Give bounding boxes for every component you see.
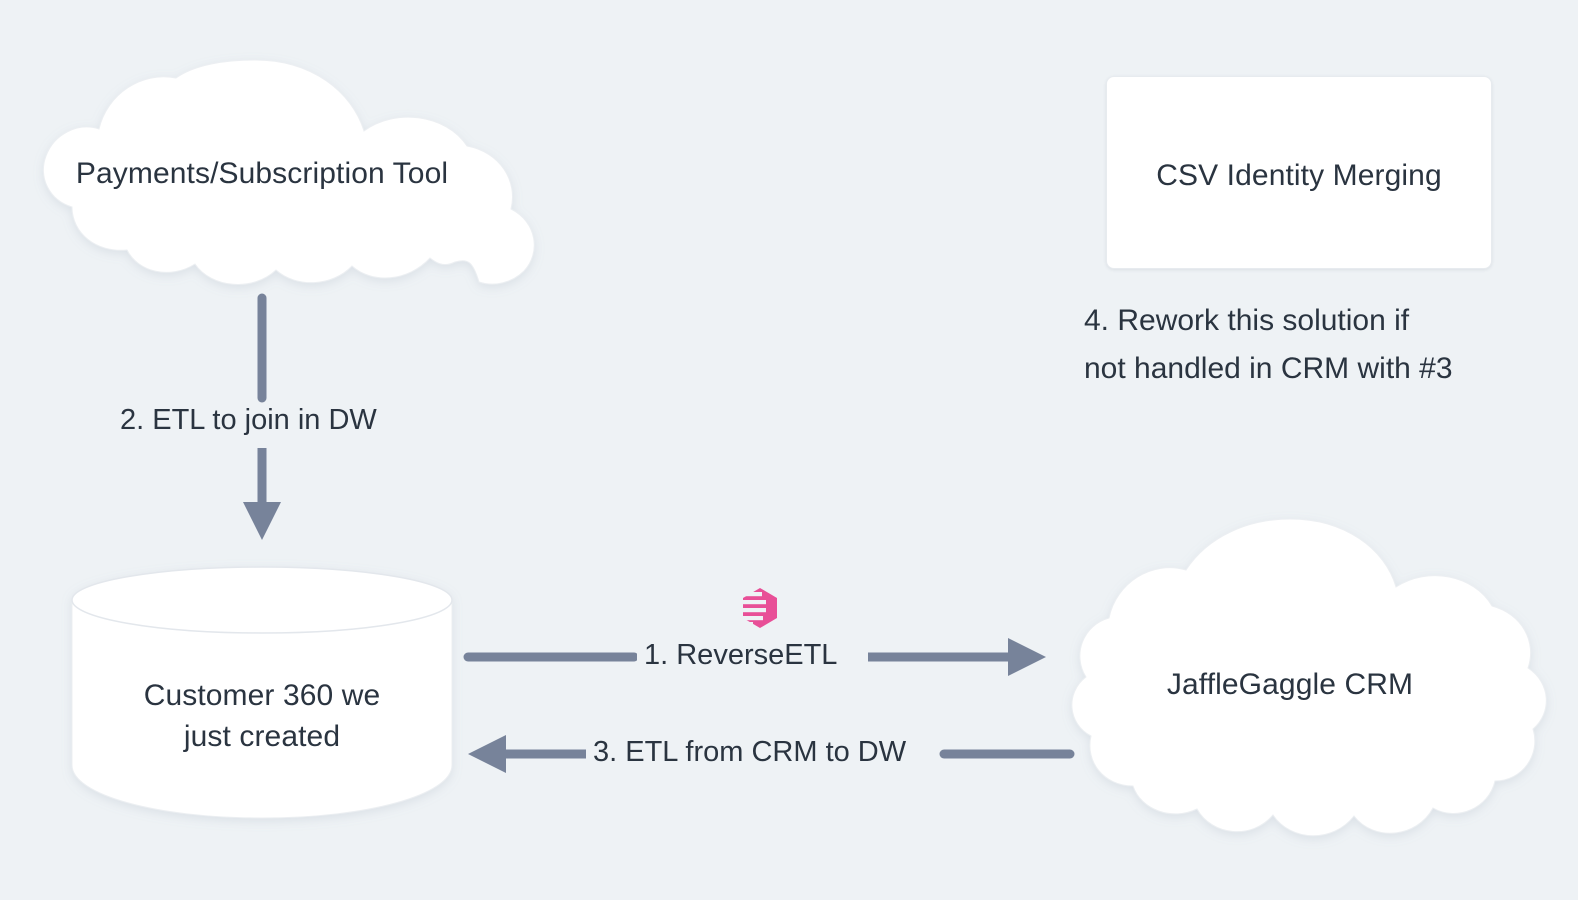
hightouch-logo-icon (736, 586, 784, 630)
arrowhead-right (1008, 638, 1046, 676)
annotation-rework-note: 4. Rework this solution if not handled i… (1084, 304, 1453, 385)
node-csv-identity-merging-label: CSV Identity Merging (1156, 159, 1442, 192)
edge-label-etl-crm-to-dw: 3. ETL from CRM to DW (586, 738, 914, 767)
edge-label-reverse-etl: 1. ReverseETL (637, 641, 845, 670)
node-jafflegaggle-crm-label: JaffleGaggle CRM (1166, 668, 1414, 701)
node-customer-360-warehouse-label: Customer 360 we just created (143, 679, 381, 753)
node-jafflegaggle-crm-shape[interactable] (1071, 518, 1547, 837)
edge-label-etl-join-dw: 2. ETL to join in DW (113, 406, 384, 435)
edges-layer (243, 293, 1075, 773)
node-payments-tool-shape[interactable] (42, 59, 535, 285)
arrowhead-down (243, 502, 281, 540)
node-payments-tool-label: Payments/Subscription Tool (75, 157, 449, 190)
node-csv-identity-merging[interactable]: CSV Identity Merging (1106, 76, 1492, 269)
arrowhead-left (468, 735, 506, 773)
node-customer-360-warehouse-shape[interactable] (71, 566, 453, 819)
edge-etl-crm-to-dw[interactable] (468, 735, 1075, 773)
edge-etl-join-dw[interactable] (243, 293, 281, 540)
edge-reverse-etl[interactable] (463, 638, 1046, 676)
